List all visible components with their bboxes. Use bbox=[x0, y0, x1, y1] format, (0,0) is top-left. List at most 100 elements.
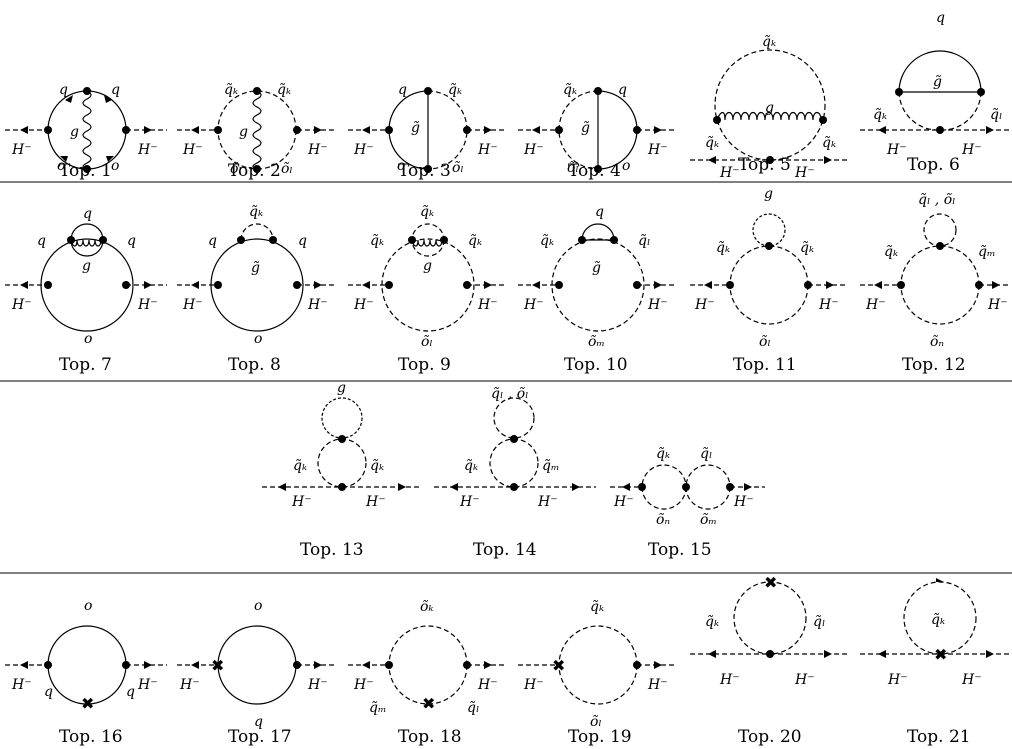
label-o: o bbox=[254, 598, 262, 614]
label-sq-k: q̃ₖ bbox=[656, 446, 670, 462]
diagram-top-17: ✖ o q H⁻ H⁻ Top. 17 bbox=[177, 598, 337, 747]
svg-text:✖: ✖ bbox=[552, 656, 565, 675]
label-q: q bbox=[44, 684, 53, 700]
label-q: q bbox=[127, 233, 136, 249]
label-so-m: õₘ bbox=[700, 512, 717, 528]
diagram-top-12: q̃ₗ , õₗ q̃ₖ q̃ₘ õₙ H⁻ H⁻ Top. 12 bbox=[860, 192, 1010, 375]
label-q: q bbox=[254, 714, 263, 730]
label-h: H⁻ bbox=[523, 677, 544, 693]
label-h: H⁻ bbox=[887, 672, 908, 688]
label-q: q bbox=[936, 10, 945, 26]
label-h: H⁻ bbox=[647, 677, 668, 693]
label-h: H⁻ bbox=[477, 142, 498, 158]
label-q: q bbox=[59, 82, 68, 98]
svg-text:✖: ✖ bbox=[211, 656, 224, 675]
label-q: q bbox=[83, 206, 92, 222]
diagram-top-7: q q q g o H⁻ H⁻ Top. 7 bbox=[5, 206, 167, 375]
label-sq-k: q̃ₖ bbox=[931, 612, 945, 628]
label-sq-k: q̃ₖ bbox=[468, 233, 482, 249]
label-sq-m: q̃ₘ bbox=[542, 458, 560, 474]
label-h: H⁻ bbox=[137, 142, 158, 158]
caption-top-17: Top. 17 bbox=[228, 727, 292, 747]
label-h: H⁻ bbox=[182, 297, 203, 313]
diagram-top-4: q̃ₖ q g̃ õₗ o H⁻ H⁻ Top. 4 bbox=[518, 82, 677, 181]
label-h: H⁻ bbox=[137, 297, 158, 313]
label-q: q bbox=[126, 684, 135, 700]
label-h: H⁻ bbox=[307, 677, 328, 693]
diagram-top-15: q̃ₖ q̃ₗ õₙ õₘ H⁻ H⁻ Top. 15 bbox=[610, 446, 765, 560]
diagram-top-5: q̃ₖ g q̃ₖ q̃ₖ H⁻ H⁻ Top. 5 bbox=[690, 34, 850, 181]
caption-top-5: Top. 5 bbox=[738, 155, 791, 175]
label-sq-k: q̃ₖ bbox=[370, 233, 384, 249]
label-h: H⁻ bbox=[987, 297, 1008, 313]
diagram-top-21: ✖ q̃ₖ H⁻ H⁻ Top. 21 bbox=[860, 578, 1010, 747]
label-sq-l: q̃ₗ bbox=[813, 614, 825, 630]
label-h: H⁻ bbox=[307, 142, 328, 158]
label-h: H⁻ bbox=[353, 297, 374, 313]
caption-top-10: Top. 10 bbox=[564, 355, 628, 375]
label-h: H⁻ bbox=[613, 494, 634, 510]
label-sq-k: q̃ₖ bbox=[705, 614, 719, 630]
label-h: H⁻ bbox=[719, 672, 740, 688]
label-h: H⁻ bbox=[365, 494, 386, 510]
label-gluino: g̃ bbox=[411, 120, 420, 136]
label-g: g bbox=[764, 186, 773, 202]
label-so-m: õₘ bbox=[588, 334, 605, 350]
label-sq-l: q̃ₗ bbox=[990, 107, 1002, 123]
label-h: H⁻ bbox=[307, 297, 328, 313]
caption-top-7: Top. 7 bbox=[59, 355, 112, 375]
caption-top-16: Top. 16 bbox=[59, 727, 123, 747]
label-so-n: õₙ bbox=[930, 334, 944, 350]
caption-top-18: Top. 18 bbox=[398, 727, 462, 747]
label-q: q bbox=[398, 82, 407, 98]
label-gluino: g̃ bbox=[581, 120, 590, 136]
diagram-top-19: ✖ q̃ₖ õₗ H⁻ H⁻ Top. 19 bbox=[518, 599, 677, 747]
label-sq-m: q̃ₘ bbox=[978, 244, 996, 260]
label-h: H⁻ bbox=[353, 142, 374, 158]
caption-top-20: Top. 20 bbox=[738, 727, 802, 747]
label-h: H⁻ bbox=[733, 494, 754, 510]
label-sq-k: q̃ₖ bbox=[873, 107, 887, 123]
label-g: g bbox=[765, 100, 774, 116]
svg-text:✖: ✖ bbox=[81, 694, 94, 713]
svg-text:✖: ✖ bbox=[764, 573, 777, 592]
diagram-top-6: q g̃ q̃ₖ q̃ₗ H⁻ H⁻ Top. 6 bbox=[860, 10, 1010, 175]
label-g: g bbox=[70, 124, 79, 140]
label-h: H⁻ bbox=[459, 494, 480, 510]
caption-top-12: Top. 12 bbox=[902, 355, 966, 375]
label-h: H⁻ bbox=[647, 142, 668, 158]
diagram-top-3: q q̃ₖ g̃ o õₗ H⁻ H⁻ Top. 3 bbox=[348, 82, 507, 181]
label-sq-k: q̃ₖ bbox=[590, 599, 604, 615]
label-q: q bbox=[37, 233, 46, 249]
label-g: g bbox=[337, 380, 346, 396]
label-h: H⁻ bbox=[537, 494, 558, 510]
label-sq-l: q̃ₗ bbox=[467, 700, 479, 716]
label-h: H⁻ bbox=[137, 677, 158, 693]
label-sq-k: q̃ₖ bbox=[249, 204, 263, 220]
label-sq-k: q̃ₖ bbox=[762, 34, 776, 50]
label-o: o bbox=[57, 158, 65, 174]
label-h: H⁻ bbox=[961, 672, 982, 688]
label-sq-k: q̃ₖ bbox=[224, 82, 238, 98]
label-h: H⁻ bbox=[291, 494, 312, 510]
label-h: H⁻ bbox=[11, 297, 32, 313]
label-so-l: õₗ bbox=[281, 161, 293, 177]
diagram-top-8: q̃ₖ q q g̃ o H⁻ H⁻ Top. 8 bbox=[177, 204, 337, 375]
caption-top-8: Top. 8 bbox=[228, 355, 281, 375]
caption-top-4: Top. 4 bbox=[568, 161, 621, 181]
caption-top-13: Top. 13 bbox=[300, 540, 364, 560]
label-h: H⁻ bbox=[477, 297, 498, 313]
diagram-top-11: g q̃ₖ q̃ₖ õₗ H⁻ H⁻ Top. 11 bbox=[690, 186, 848, 375]
label-sq-k: q̃ₖ bbox=[293, 458, 307, 474]
label-sq-k: q̃ₖ bbox=[448, 82, 462, 98]
label-gluino: g̃ bbox=[933, 74, 942, 90]
label-sq-l-so-l: q̃ₗ , õₗ bbox=[918, 192, 956, 208]
label-so-l: õₗ bbox=[421, 334, 433, 350]
label-gluino: g̃ bbox=[592, 260, 601, 276]
caption-top-14: Top. 14 bbox=[473, 540, 537, 560]
diagram-top-10: q q̃ₖ q̃ₗ g̃ õₘ H⁻ H⁻ Top. 10 bbox=[518, 204, 677, 375]
caption-top-9: Top. 9 bbox=[398, 355, 451, 375]
label-sq-k: q̃ₖ bbox=[370, 458, 384, 474]
caption-top-15: Top. 15 bbox=[648, 540, 712, 560]
label-sq-l-so-l: q̃ₗ , õₗ bbox=[491, 386, 529, 402]
